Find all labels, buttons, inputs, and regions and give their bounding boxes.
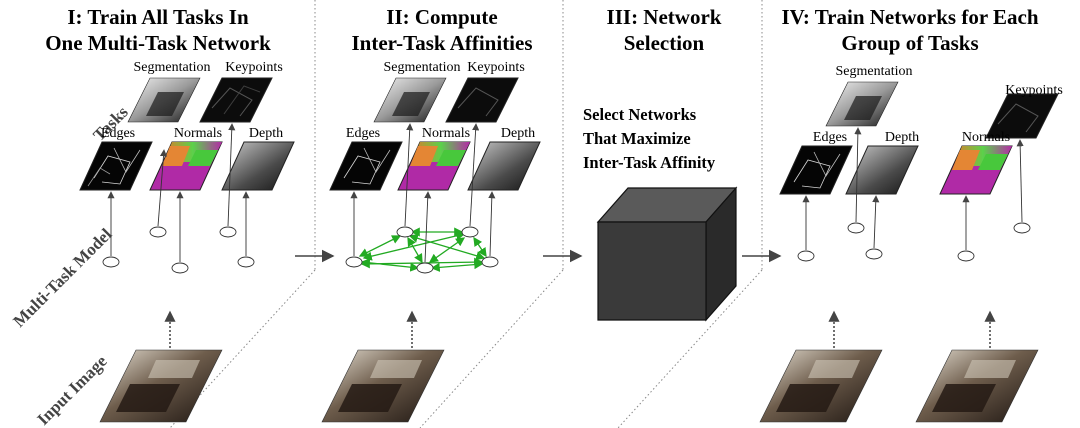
model-node (481, 256, 499, 268)
model-node (102, 256, 120, 268)
task-label-keypoints: Keypoints (467, 60, 525, 75)
model-nodes (102, 226, 255, 274)
affinity-arrows (358, 227, 487, 272)
task-label-keypoints: Keypoints (225, 60, 283, 75)
task-label-segmentation: Segmentation (836, 64, 913, 79)
normals-map (397, 141, 471, 191)
model-to-task-arrows (350, 123, 496, 263)
side-label-input-image: Input Image (33, 351, 111, 428)
side-label-multi-task-model: Multi-Task Model (9, 224, 115, 330)
stage-1-title-line-2: One Multi-Task Network (45, 31, 271, 55)
stage-1 (79, 77, 295, 423)
task-label-edges: Edges (813, 130, 847, 145)
stage-4-title-line-2: Group of Tasks (841, 31, 978, 55)
stage-4 (759, 81, 1059, 423)
model-to-task-arrows (802, 127, 1024, 250)
stage-3-title-line-1: III: Network (607, 5, 722, 29)
input-image (915, 349, 1039, 423)
model-node (345, 256, 363, 268)
model-nodes (345, 226, 499, 274)
stage-2-title-line-1: II: Compute (386, 5, 497, 29)
model-node (396, 226, 414, 238)
task-labels: Segmentation Keypoints Edges Normals Dep… (101, 60, 1063, 145)
stage-1-title-line-1: I: Train All Tasks In (67, 5, 249, 29)
task-label-edges: Edges (346, 126, 380, 141)
selection-text-line-2: That Maximize (583, 129, 691, 148)
stage-separators (169, 0, 763, 428)
model-node (957, 250, 975, 262)
stage-2-title-line-2: Inter-Task Affinities (351, 31, 532, 55)
task-label-segmentation: Segmentation (134, 60, 211, 75)
model-node (461, 226, 479, 238)
model-node (416, 262, 434, 274)
task-label-depth: Depth (249, 126, 283, 141)
network-cube (596, 186, 738, 322)
model-node (171, 262, 189, 274)
segmentation-map (825, 81, 899, 127)
model-to-task-arrows (107, 123, 250, 262)
task-label-keypoints: Keypoints (1005, 83, 1063, 98)
stage-3: Select Networks That Maximize Inter-Task… (583, 105, 738, 322)
depth-map (221, 141, 295, 191)
model-node (865, 248, 883, 260)
input-image (759, 349, 883, 423)
model-node (237, 256, 255, 268)
normals-map (939, 145, 1013, 195)
selection-text-line-3: Inter-Task Affinity (583, 153, 716, 172)
model-node (149, 226, 167, 238)
stage-2 (321, 77, 541, 423)
normals-map (149, 141, 223, 191)
task-label-normals: Normals (174, 126, 222, 141)
keypoints-map (445, 77, 519, 123)
depth-map (467, 141, 541, 191)
model-node (1013, 222, 1031, 234)
segmentation-map (127, 77, 201, 123)
keypoints-map (199, 77, 273, 123)
task-label-segmentation: Segmentation (384, 60, 461, 75)
task-label-edges: Edges (101, 126, 135, 141)
input-image (321, 349, 445, 423)
task-label-normals: Normals (962, 130, 1010, 145)
input-image (99, 349, 223, 423)
segmentation-map (373, 77, 447, 123)
stage-4-title-line-1: IV: Train Networks for Each (781, 5, 1038, 29)
task-label-depth: Depth (501, 126, 535, 141)
edges-map (779, 145, 853, 195)
depth-map (845, 145, 919, 195)
edges-map (329, 141, 403, 191)
stage-titles: I: Train All Tasks In One Multi-Task Net… (45, 5, 1039, 55)
model-node (847, 222, 865, 234)
stage-3-title-line-2: Selection (624, 31, 705, 55)
model-node (797, 250, 815, 262)
selection-text-line-1: Select Networks (583, 105, 697, 124)
task-label-normals: Normals (422, 126, 470, 141)
keypoints-map (985, 93, 1059, 139)
model-nodes (797, 222, 1031, 262)
model-node (219, 226, 237, 238)
task-label-depth: Depth (885, 130, 919, 145)
edges-map (79, 141, 153, 191)
